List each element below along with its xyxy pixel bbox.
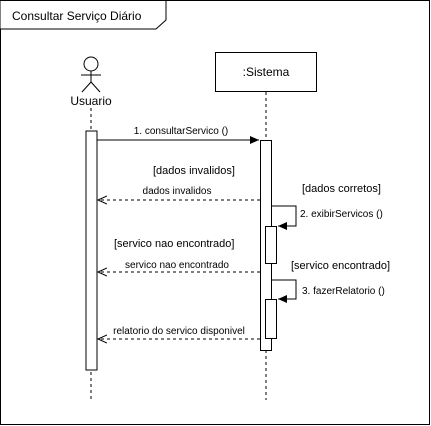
actor-label: Usuario [70,94,112,108]
actor-activation [85,130,98,371]
frame-title: Consultar Serviço Diário [12,9,142,23]
message-consultar-servico-label: 1. consultarServico () [134,126,228,137]
system-participant-box [215,52,317,92]
system-participant-label: :Sistema [243,65,290,79]
guard-dados-invalidos: [dados invalidos] [153,165,235,177]
guard-servico-encontrado: [servico encontrado] [291,260,390,272]
exibir-servicos-activation [265,226,277,264]
message-fazer-relatorio-arrow [272,279,297,303]
guard-servico-nao-encontrado: [servico nao encontrado] [114,238,234,250]
return-dados-invalidos-label: dados invalidos [143,186,212,197]
message-fazer-relatorio-label: 3. fazerRelatorio () [302,286,385,297]
frame-title-tab [0,0,167,30]
fazer-relatorio-activation [265,299,277,339]
return-servico-nao-encontrado-label: servico nao encontrado [125,260,229,271]
message-exibir-servicos-label: 2. exibirServicos () [300,209,383,220]
actor-icon [81,56,101,93]
message-exibir-servicos-arrow [272,205,297,230]
return-relatorio-label: relatorio do servico disponivel [113,326,245,337]
guard-dados-corretos: [dados corretos] [302,183,381,195]
